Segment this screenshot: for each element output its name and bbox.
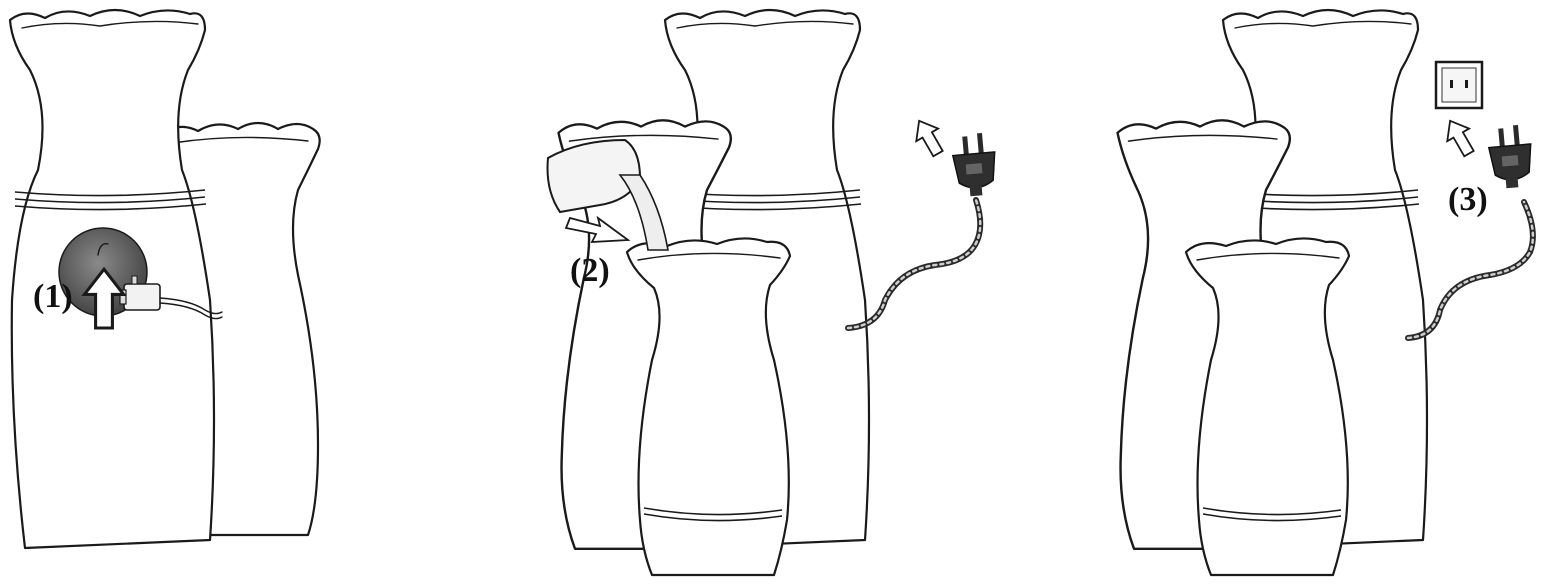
- step-2-label: (2): [570, 252, 610, 289]
- plug-icon: [951, 132, 998, 197]
- power-cord: [848, 200, 980, 328]
- panel-step-3: (3): [1118, 10, 1535, 575]
- panel-step-1: (1): [10, 10, 320, 548]
- panel-step-2: (2): [548, 10, 999, 575]
- up-arrow-icon: [1439, 115, 1480, 160]
- step-3-label: (3): [1448, 181, 1488, 218]
- up-arrow-icon: [908, 115, 949, 160]
- wall-socket-icon: [1436, 62, 1482, 108]
- power-cord: [1408, 202, 1533, 338]
- plug-icon: [1487, 124, 1534, 189]
- step-1-label: (1): [33, 278, 73, 315]
